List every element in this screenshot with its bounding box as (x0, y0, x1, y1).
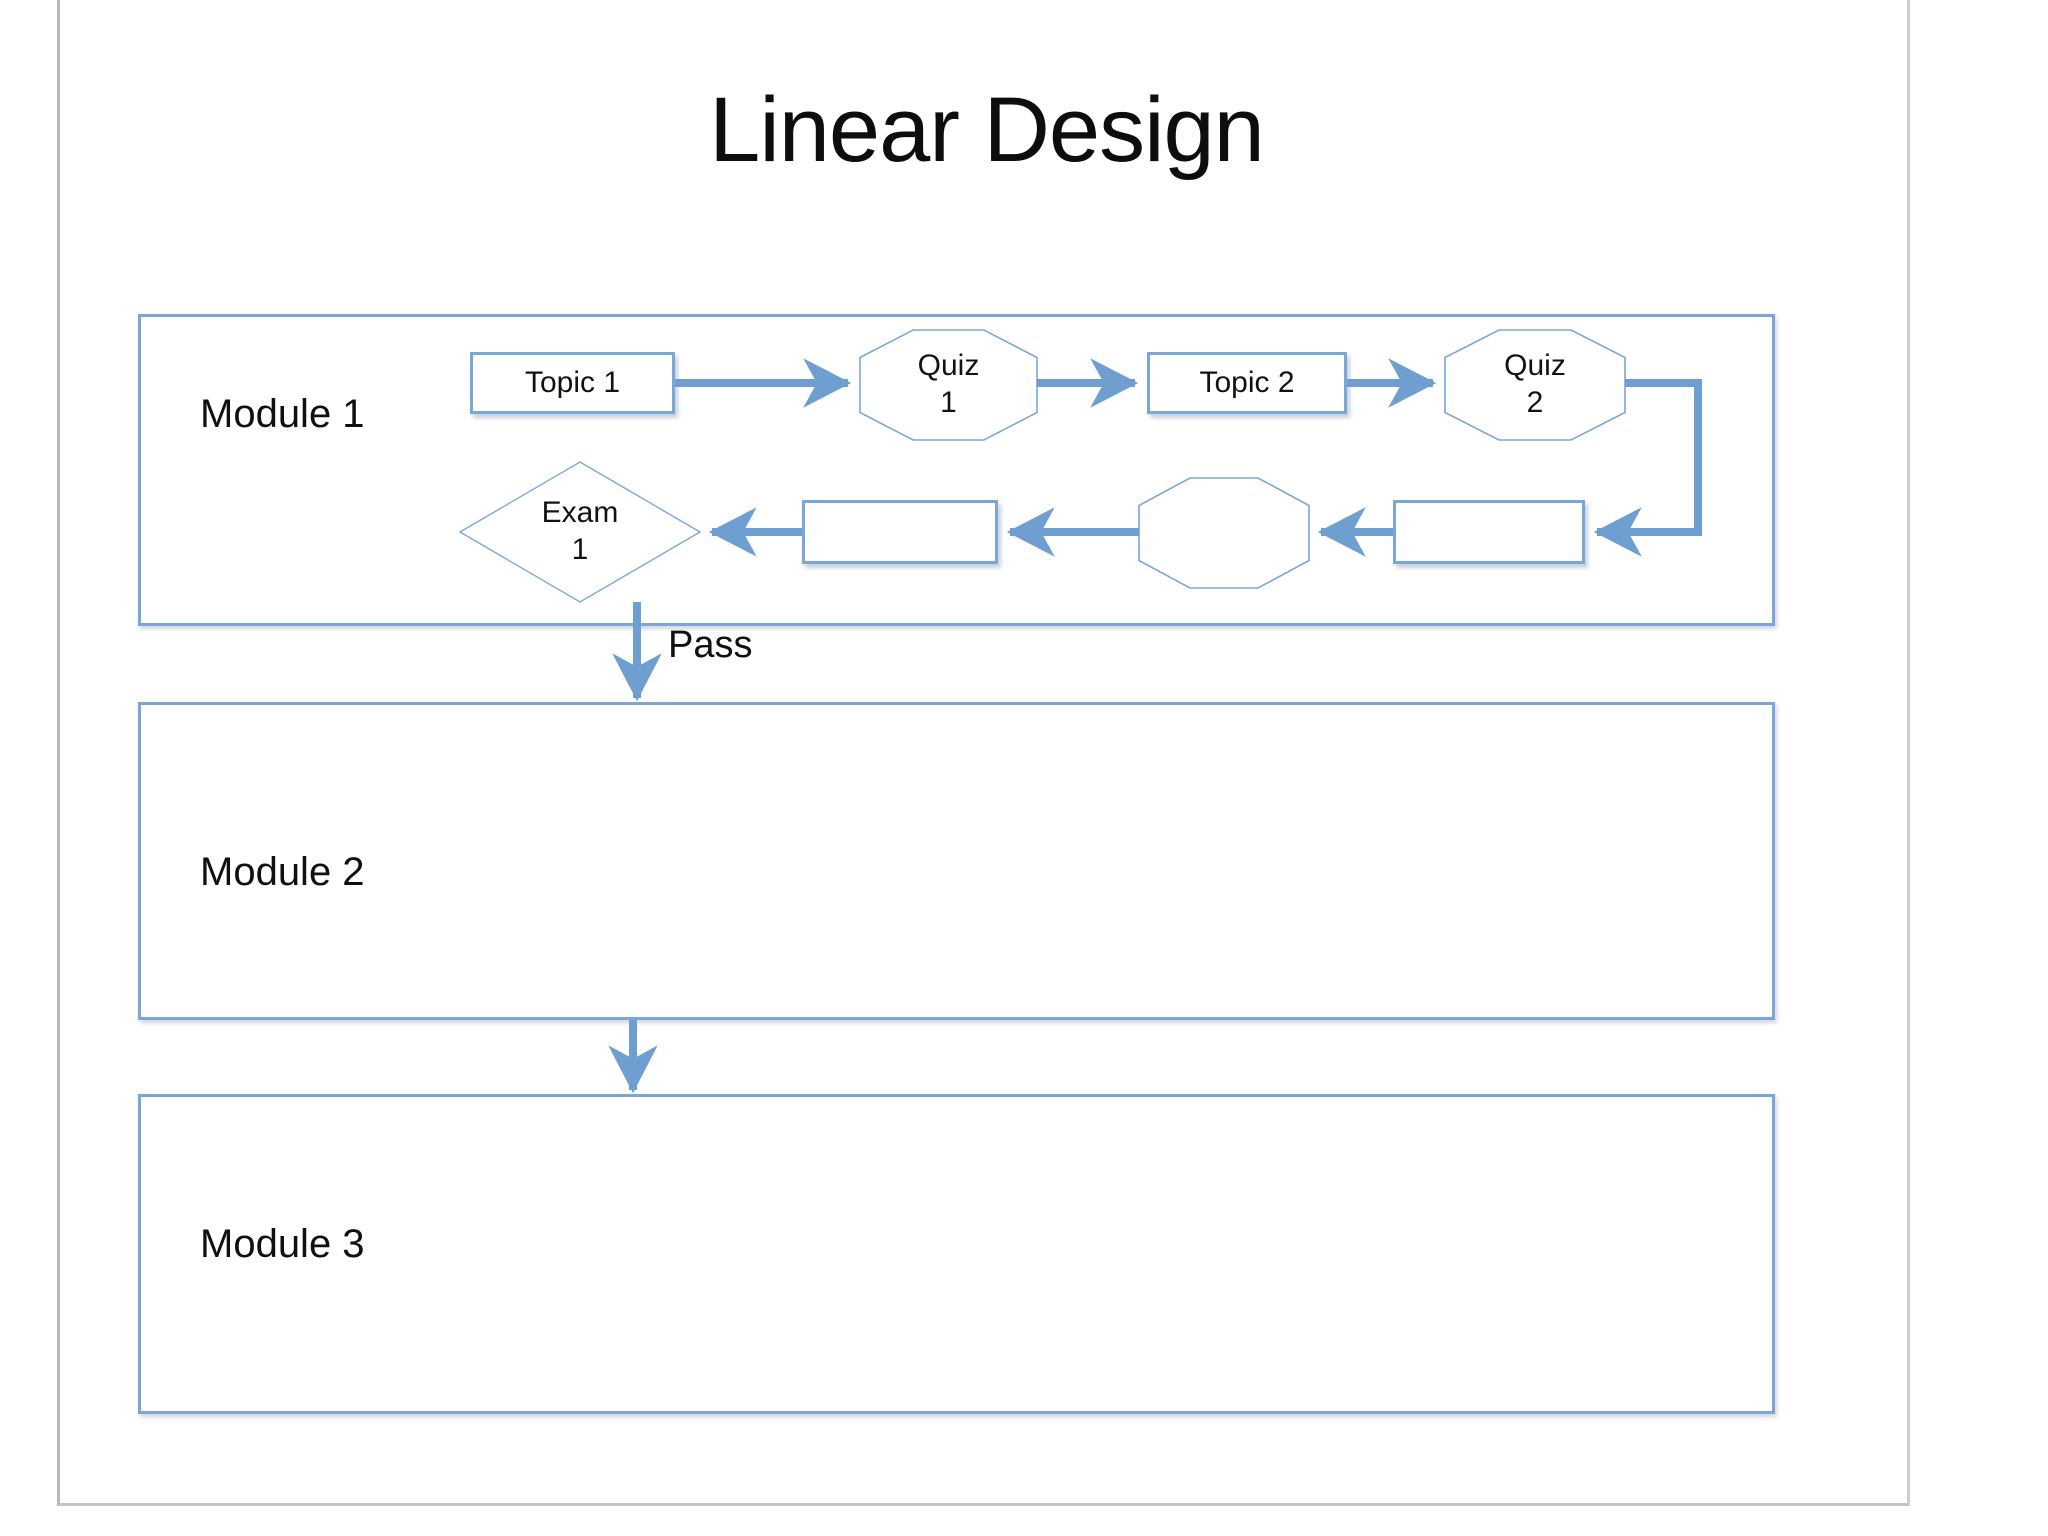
flow-node-topic-2[interactable]: Topic 2 (1147, 352, 1347, 414)
flow-node-blank-octagon[interactable] (1139, 478, 1309, 588)
exam-1-line-2: 1 (571, 533, 589, 566)
quiz-2-line-1: Quiz (1504, 349, 1566, 383)
flow-node-exam-1[interactable]: Exam 1 (460, 462, 700, 602)
diamond-shape (460, 462, 700, 602)
octagon-shape (860, 330, 1037, 440)
page-title: Linear Design (709, 79, 1265, 181)
module-1-label: Module 1 (200, 392, 365, 436)
module-2-label: Module 2 (200, 850, 365, 894)
quiz-2-line-2: 2 (1526, 386, 1544, 419)
flow-node-quiz-1[interactable]: Quiz 1 (860, 330, 1037, 440)
quiz-1-line-1: Quiz (917, 349, 980, 383)
flow-node-exam-1-label: Exam 1 (542, 495, 619, 568)
flow-node-topic-2-label: Topic 2 (1199, 365, 1295, 399)
octagon-shape (1139, 478, 1309, 588)
flow-node-quiz-1-label: Quiz 1 (918, 348, 980, 421)
flow-node-quiz-2-label: Quiz 2 (1504, 348, 1566, 421)
module-2-container[interactable] (138, 702, 1775, 1020)
quiz-1-line-2: 1 (940, 386, 957, 419)
flow-node-blank-rectangle-left[interactable] (802, 500, 998, 564)
flow-node-topic-1[interactable]: Topic 1 (470, 352, 675, 414)
flow-node-quiz-2[interactable]: Quiz 2 (1445, 330, 1625, 440)
flow-node-topic-1-label: Topic 1 (524, 365, 621, 399)
flow-node-blank-rectangle-right[interactable] (1393, 500, 1585, 564)
slide-frame: Linear Design Module 1 Module 2 Module 3… (57, 0, 1910, 1506)
module-3-container[interactable] (138, 1094, 1775, 1414)
edge-label-pass: Pass (668, 624, 753, 666)
module-3-label: Module 3 (200, 1222, 365, 1266)
exam-1-line-1: Exam (541, 496, 619, 530)
octagon-shape (1445, 330, 1625, 440)
